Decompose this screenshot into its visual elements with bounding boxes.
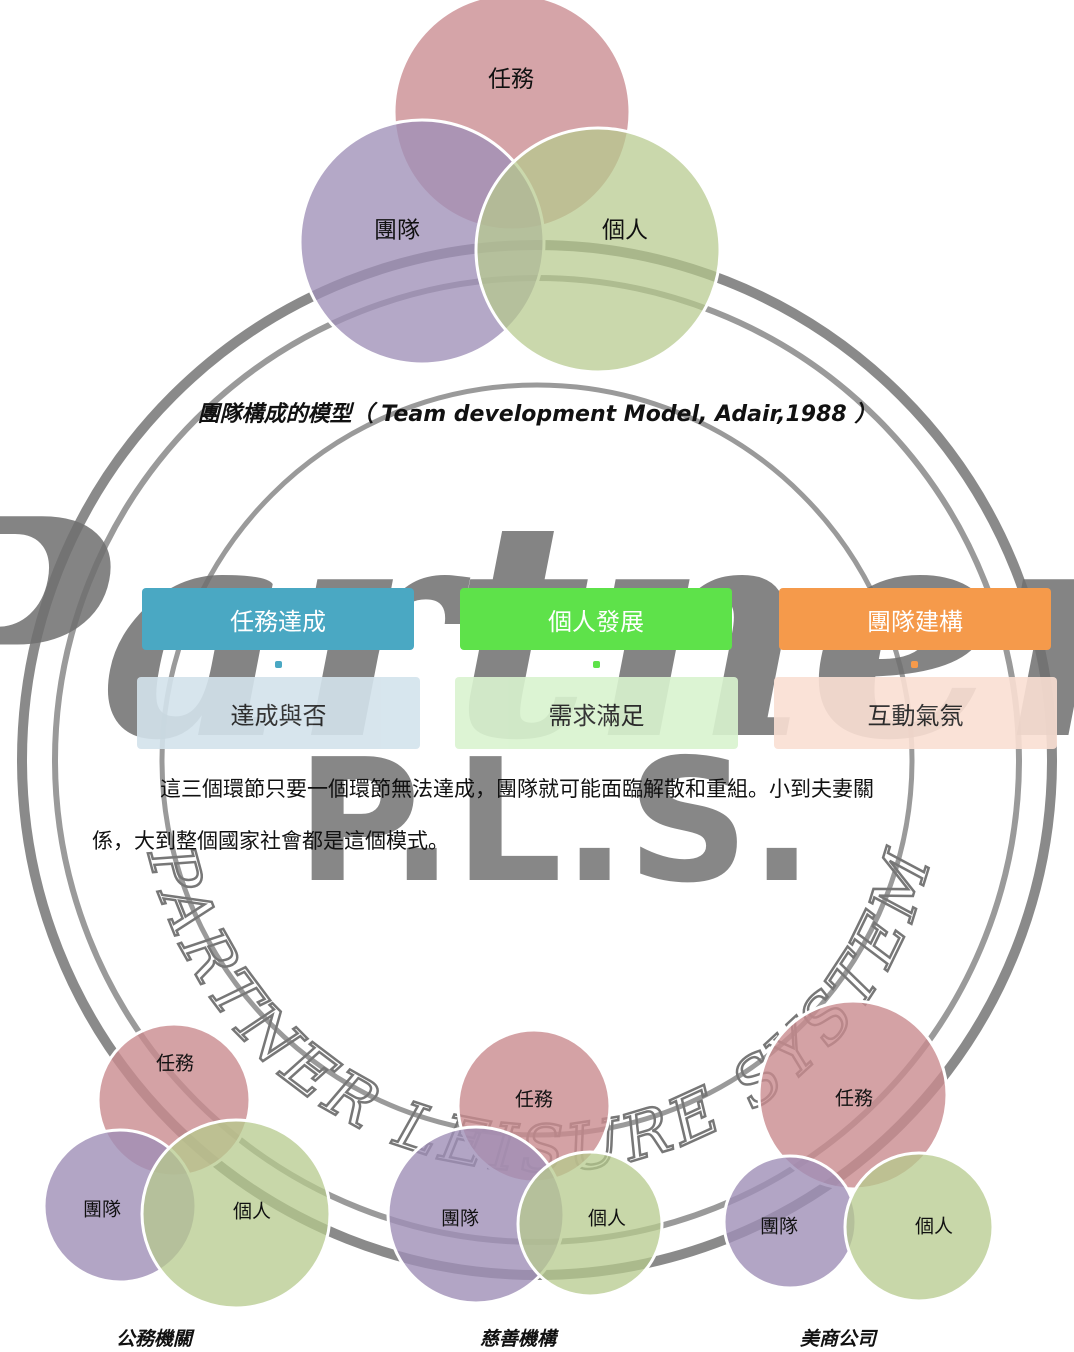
person-connector-dot: [593, 661, 600, 668]
person-circle: [474, 126, 722, 374]
paragraph-line-2: 係，大到整個國家社會都是這個模式。: [92, 829, 449, 853]
main-diagram-caption: 團隊構成的模型（ Team development Model, Adair,1…: [197, 402, 877, 427]
task-label-2: 任務: [515, 1089, 553, 1111]
team-circle-label: 團隊: [374, 218, 420, 244]
team-connector-arrow: [911, 661, 918, 668]
person-label-3: 個人: [915, 1216, 953, 1238]
person-circle-3: [843, 1151, 995, 1303]
task-circle-3: [757, 999, 949, 1191]
person-circle-label: 個人: [602, 218, 648, 244]
achievement-status-box: 達成與否: [137, 677, 420, 749]
task-achievement-box: 任務達成: [142, 588, 414, 650]
task-circle-label: 任務: [488, 67, 534, 93]
team-label-1: 團隊: [83, 1199, 121, 1221]
needs-satisfaction-box: 需求滿足: [455, 677, 738, 749]
paragraph-line-1: 這三個環節只要一個環節無法達成，團隊就可能面臨解散和重組。小到夫妻關: [160, 777, 874, 801]
team-building-box: 團隊建構: [779, 588, 1051, 650]
charity-caption: 慈善機構: [479, 1328, 556, 1350]
task-connector-dot: [275, 661, 282, 668]
team-label-2: 團隊: [441, 1208, 479, 1230]
us-company-caption: 美商公司: [799, 1328, 876, 1350]
watermark-logo-text: P.L.S.: [296, 723, 814, 921]
person-label-1: 個人: [233, 1201, 271, 1223]
personal-development-box: 個人發展: [460, 588, 732, 650]
team-label-3: 團隊: [760, 1216, 798, 1238]
person-label-2: 個人: [588, 1208, 626, 1230]
person-circle-2: [516, 1150, 664, 1298]
government-agency-caption: 公務機關: [115, 1328, 192, 1350]
task-label-3: 任務: [835, 1088, 873, 1110]
task-label-1: 任務: [156, 1053, 194, 1075]
person-circle-1: [140, 1118, 332, 1310]
interaction-atmosphere-box: 互動氣氛: [774, 677, 1057, 749]
